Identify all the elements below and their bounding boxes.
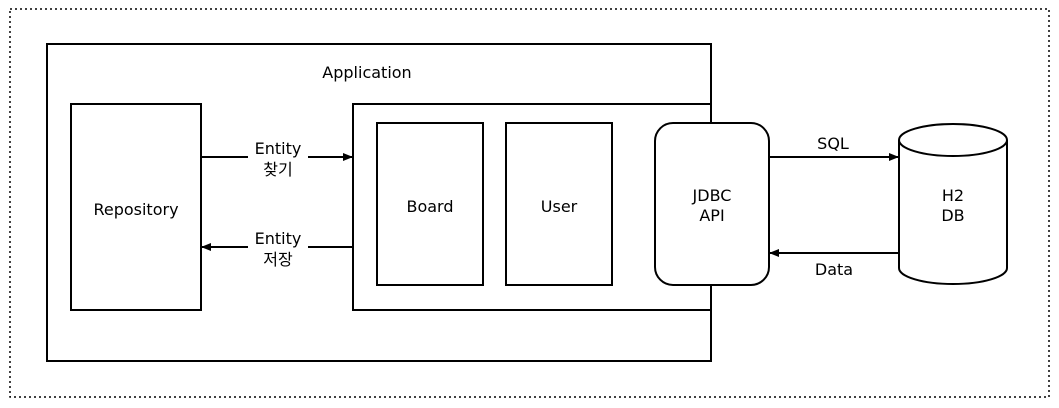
database-cylinder-icon bbox=[898, 123, 1008, 285]
application-label: Application bbox=[322, 63, 411, 82]
jdbc-api-label-line2: API bbox=[699, 206, 724, 225]
entity-find-label-line2: 찾기 bbox=[263, 160, 292, 179]
entity-find-label-line1: Entity bbox=[255, 139, 302, 158]
entity-save-label-line1: Entity bbox=[255, 229, 302, 248]
entity-container-box bbox=[352, 103, 711, 311]
entity-save-label-bg bbox=[248, 228, 308, 270]
db-label-line2: DB bbox=[941, 206, 964, 225]
jdbc-api-label-line1: JDBC bbox=[692, 186, 732, 205]
user-label: User bbox=[541, 197, 578, 216]
jdbc-api-box bbox=[654, 122, 770, 286]
board-label: Board bbox=[406, 197, 453, 216]
outer-dotted-frame bbox=[9, 8, 1050, 398]
repository-box bbox=[70, 103, 202, 311]
repository-label: Repository bbox=[93, 200, 178, 219]
data-label: Data bbox=[815, 260, 853, 279]
entity-save-label-line2: 저장 bbox=[263, 250, 293, 269]
db-label-line1: H2 bbox=[942, 186, 964, 205]
user-box bbox=[505, 122, 613, 286]
board-box bbox=[376, 122, 484, 286]
entity-find-label-bg bbox=[248, 138, 308, 180]
sql-label: SQL bbox=[817, 134, 849, 153]
